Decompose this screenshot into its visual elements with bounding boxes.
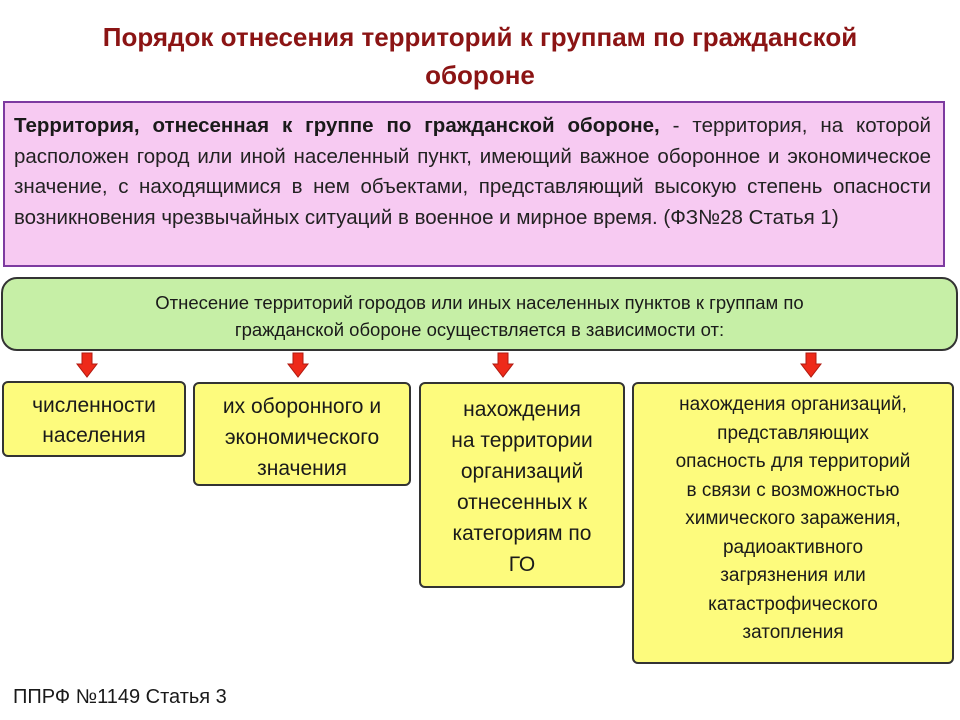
- source-footnote: ППРФ №1149 Статья 3: [13, 686, 227, 708]
- criterion-line: радиоактивного: [722, 536, 864, 558]
- criterion-line: ГО: [508, 553, 536, 576]
- criterion-line: на территории: [451, 429, 593, 452]
- criterion-line: организаций: [460, 460, 584, 483]
- criterion-line: в связи с возможностью: [686, 479, 900, 501]
- criterion-line: представляющих: [717, 422, 869, 444]
- criterion-card-population: численности населения: [2, 381, 186, 457]
- definition-text: - территория, на которой расположен горо…: [14, 114, 931, 229]
- arrow-down-icon: [800, 352, 822, 378]
- criterion-line: населения: [42, 424, 146, 447]
- criterion-line: нахождения: [463, 398, 581, 421]
- basis-line-2: гражданской обороне осуществляется в зав…: [234, 319, 725, 340]
- page-title-line-1: Порядок отнесения территорий к группам п…: [102, 22, 858, 52]
- arrow-down-icon: [492, 352, 514, 378]
- arrow-down-icon: [76, 352, 98, 378]
- basis-box: Отнесение территорий городов или иных на…: [1, 277, 958, 351]
- page-title: Порядок отнесения территорий к группам п…: [0, 18, 960, 94]
- criterion-line: катастрофического: [708, 593, 878, 615]
- criterion-line: загрязнения или: [720, 565, 866, 586]
- criterion-line: их оборонного и: [222, 395, 382, 418]
- criterion-line: нахождения организаций,: [679, 394, 907, 415]
- page-title-line-2: обороне: [425, 60, 535, 90]
- criterion-card-defense-economic: их оборонного и экономического значения: [193, 382, 411, 486]
- criterion-line: значения: [257, 457, 347, 480]
- arrow-down-icon: [287, 352, 309, 378]
- criterion-card-organizations-categories: нахождения на территории организаций отн…: [419, 382, 625, 588]
- definition-term: Территория, отнесенная к группе по гражд…: [14, 114, 660, 137]
- definition-box: Территория, отнесенная к группе по гражд…: [3, 101, 945, 267]
- criterion-line: опасность для территорий: [675, 451, 911, 472]
- criterion-line: экономического: [224, 426, 380, 449]
- criterion-line: отнесенных к: [456, 491, 588, 514]
- criterion-line: численности: [32, 394, 156, 417]
- criterion-line: категориям по: [452, 522, 592, 545]
- criterion-line: химического заражения,: [685, 508, 901, 529]
- criterion-line: затопления: [742, 622, 844, 643]
- criterion-card-hazardous-organizations: нахождения организаций, представляющих о…: [632, 382, 954, 664]
- basis-line-1: Отнесение территорий городов или иных на…: [155, 292, 804, 313]
